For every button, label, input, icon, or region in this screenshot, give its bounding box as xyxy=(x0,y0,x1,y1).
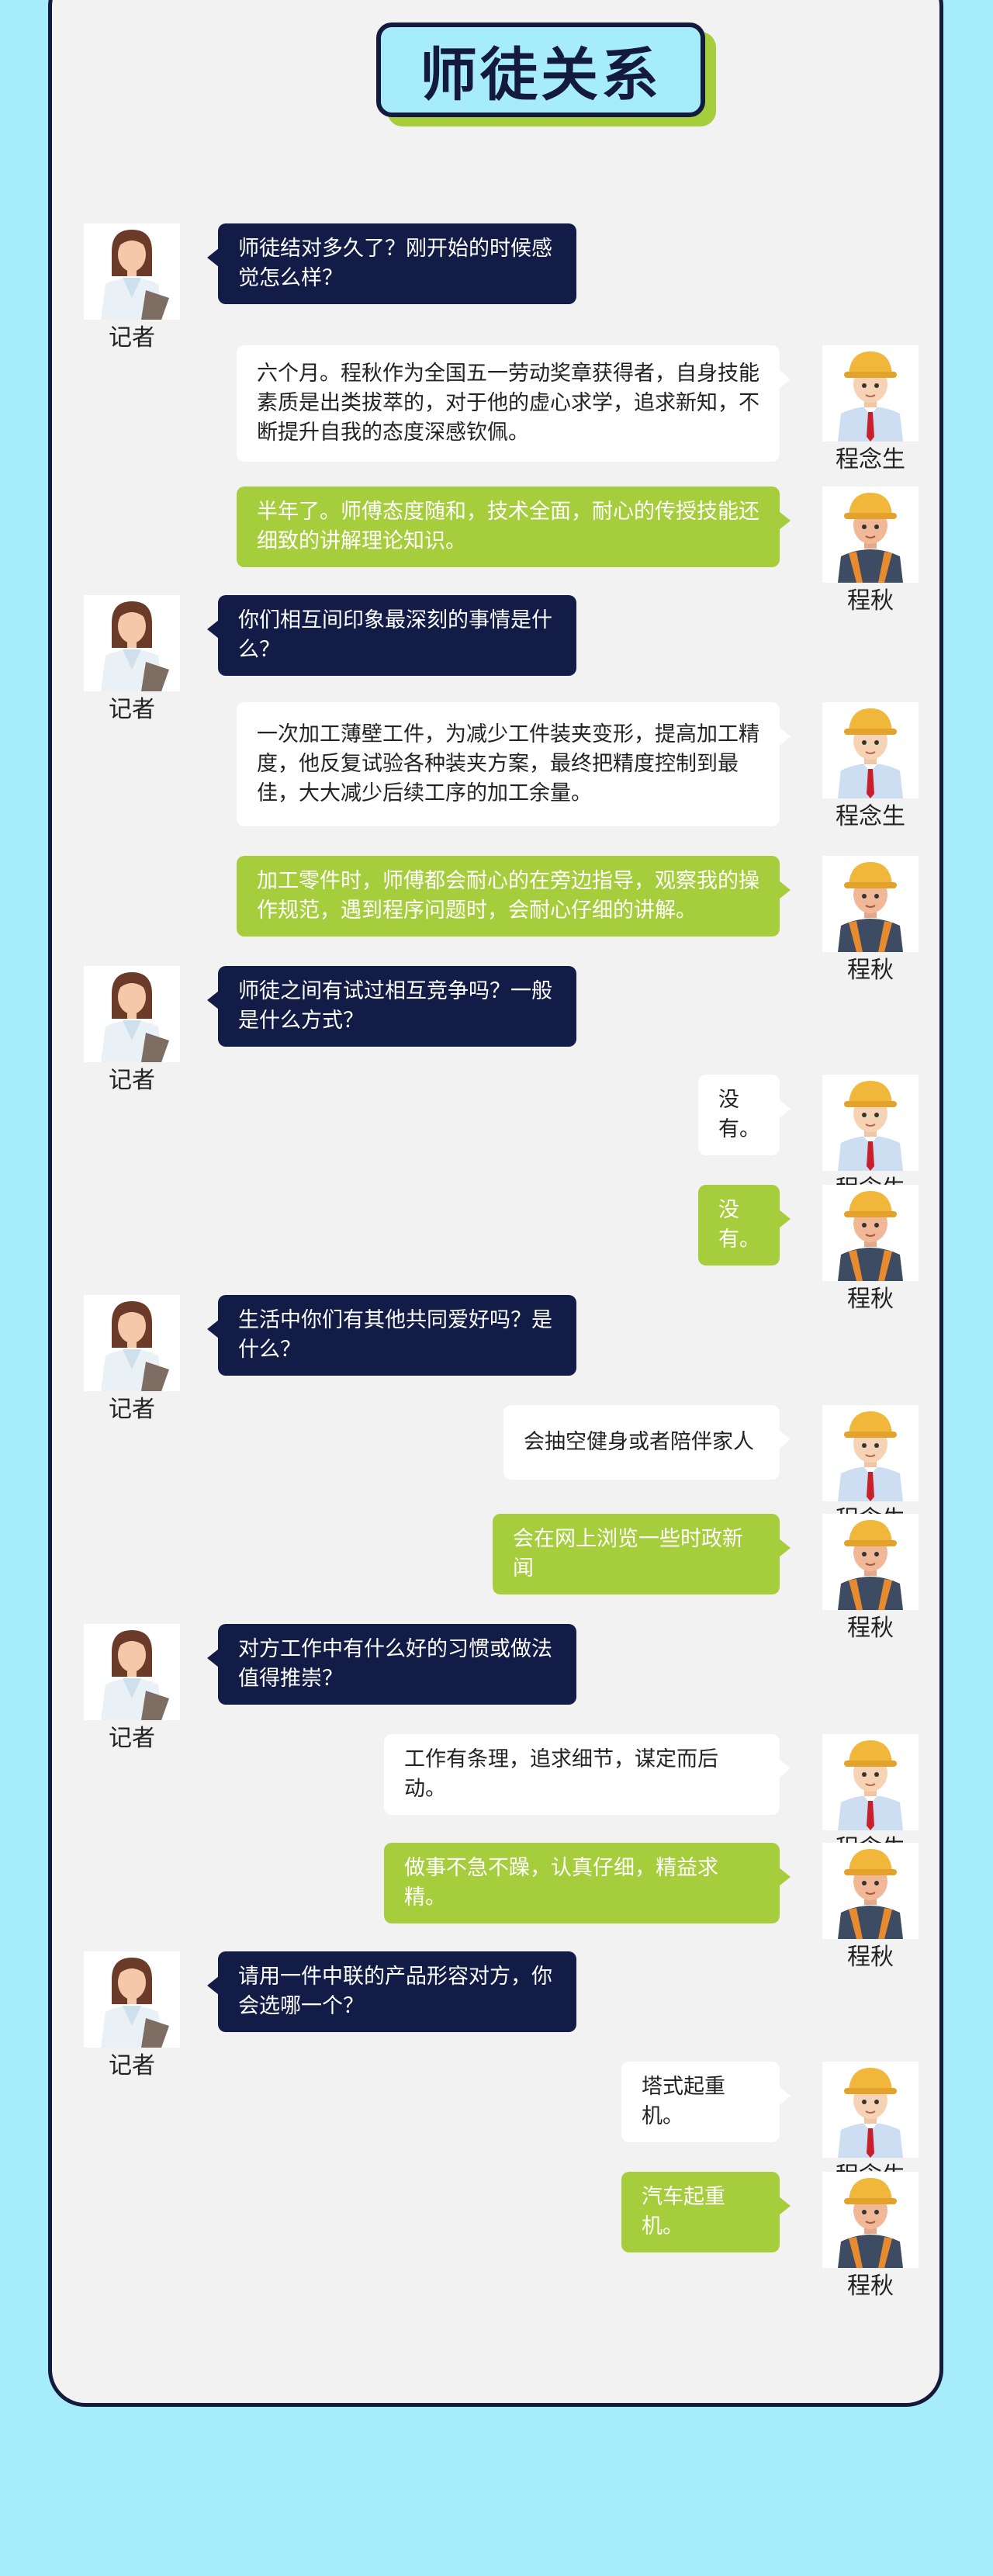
reporter-avatar-icon xyxy=(84,1624,180,1720)
speaker-name: 程秋 xyxy=(847,1944,894,1971)
message-bubble: 一次加工薄壁工件，为减少工件装夹变形，提高加工精度，他反复试验各种装夹方案，最终… xyxy=(237,702,791,826)
worker-overalls-avatar-icon xyxy=(822,486,919,583)
message-bubble: 半年了。师傅态度随和，技术全面，耐心的传授技能还细致的讲解理论知识。 xyxy=(237,486,791,567)
message-bubble: 生活中你们有其他共同爱好吗？是什么？ xyxy=(207,1295,576,1376)
message-bubble: 没有。 xyxy=(698,1185,791,1265)
worker-overalls-avatar-icon xyxy=(822,2172,919,2268)
message-bubble: 你们相互间印象最深刻的事情是什么？ xyxy=(207,595,576,676)
speaker-name: 程秋 xyxy=(847,2273,894,2300)
reporter-avatar-icon xyxy=(84,223,180,320)
message-bubble: 师徒之间有试过相互竞争吗？一般是什么方式？ xyxy=(207,966,576,1047)
engineer-shirt-tie-avatar-icon xyxy=(822,1734,919,1830)
engineer-shirt-tie-avatar-icon xyxy=(822,2062,919,2158)
speaker-name: 记者 xyxy=(109,1725,155,1752)
message-bubble: 对方工作中有什么好的习惯或做法值得推崇？ xyxy=(207,1624,576,1705)
message-bubble: 工作有条理，追求细节，谋定而后动。 xyxy=(384,1734,791,1815)
speaker-name: 记者 xyxy=(109,696,155,723)
speaker-name: 程念生 xyxy=(836,803,905,830)
reporter-avatar-icon xyxy=(84,595,180,691)
message-bubble: 会在网上浏览一些时政新闻 xyxy=(493,1514,791,1594)
speaker-name: 记者 xyxy=(109,324,155,351)
message-bubble: 没有。 xyxy=(698,1075,791,1155)
engineer-shirt-tie-avatar-icon xyxy=(822,345,919,441)
message-bubble: 会抽空健身或者陪伴家人 xyxy=(503,1405,791,1480)
speaker-name: 程秋 xyxy=(847,957,894,984)
speaker-name: 程念生 xyxy=(836,446,905,473)
worker-overalls-avatar-icon xyxy=(822,856,919,952)
engineer-shirt-tie-avatar-icon xyxy=(822,1405,919,1501)
message-bubble: 师徒结对多久了？刚开始的时候感觉怎么样？ xyxy=(207,223,576,304)
worker-overalls-avatar-icon xyxy=(822,1843,919,1939)
message-bubble: 做事不急不躁，认真仔细，精益求精。 xyxy=(384,1843,791,1923)
speaker-name: 记者 xyxy=(109,1396,155,1423)
message-bubble: 请用一件中联的产品形容对方，你会选哪一个？ xyxy=(207,1951,576,2032)
title-badge: 师徒关系 xyxy=(376,23,718,126)
engineer-shirt-tie-avatar-icon xyxy=(822,702,919,798)
worker-overalls-avatar-icon xyxy=(822,1514,919,1610)
speaker-name: 程秋 xyxy=(847,1286,894,1313)
engineer-shirt-tie-avatar-icon xyxy=(822,1075,919,1171)
speaker-name: 记者 xyxy=(109,2052,155,2079)
message-bubble: 六个月。程秋作为全国五一劳动奖章获得者，自身技能素质是出类拔萃的，对于他的虚心求… xyxy=(237,345,791,462)
reporter-avatar-icon xyxy=(84,1295,180,1391)
speaker-name: 程秋 xyxy=(847,1615,894,1642)
message-bubble: 汽车起重机。 xyxy=(621,2172,791,2252)
message-bubble: 加工零件时，师傅都会耐心的在旁边指导，观察我的操作规范，遇到程序问题时，会耐心仔… xyxy=(237,856,791,937)
speaker-name: 记者 xyxy=(109,1067,155,1094)
worker-overalls-avatar-icon xyxy=(822,1185,919,1281)
reporter-avatar-icon xyxy=(84,966,180,1062)
reporter-avatar-icon xyxy=(84,1951,180,2048)
page-title: 师徒关系 xyxy=(376,23,705,117)
message-bubble: 塔式起重机。 xyxy=(621,2062,791,2142)
speaker-name: 程秋 xyxy=(847,587,894,615)
chat-card: 师徒关系 记者 师徒结对多久了？刚开始的时候感觉怎么样？ 程念生 六个月。程秋作为全国… xyxy=(48,0,943,2407)
